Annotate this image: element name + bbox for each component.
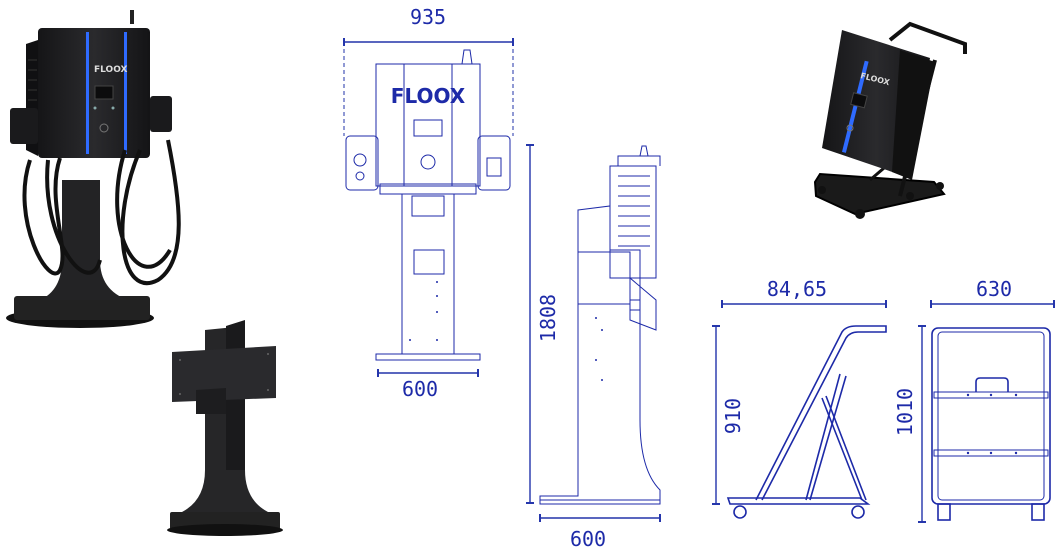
column-outline: [539, 205, 661, 505]
left-holster-outline: [345, 135, 379, 191]
pedestal-column: [182, 326, 268, 512]
charger-pedestal-render: FLOOX: [6, 10, 181, 328]
dimension-label: 600: [570, 527, 606, 551]
charger-side-outline: [609, 165, 657, 279]
dimension-label: 630: [976, 277, 1012, 301]
right-connector-holster: [150, 96, 172, 132]
brand-logo: FLOOX: [94, 65, 128, 75]
cart-frame-outline: [755, 325, 887, 501]
cart-wheel: [851, 505, 865, 519]
rfid-reader: [846, 124, 854, 132]
charger-body: [38, 28, 150, 158]
right-holster-outline: [477, 135, 511, 191]
blue-led-strip: [124, 32, 127, 154]
pedestal-column: [40, 180, 128, 300]
display-screen: [94, 85, 114, 100]
cart-wheel: [1031, 503, 1045, 521]
cart-tray: [813, 172, 946, 216]
brand-logo: FLOOX: [391, 84, 466, 108]
blue-led-strip: [841, 60, 869, 153]
dimension-label: 935: [410, 5, 446, 29]
charger-outline: [375, 63, 481, 187]
cart-frame-outline: [931, 327, 1051, 505]
cart-base-outline: [726, 497, 871, 505]
left-connector-holster: [10, 108, 38, 144]
cart-handle: [888, 21, 967, 54]
side-view-drawing: 1808 600: [525, 144, 661, 551]
base-outline: [375, 353, 481, 361]
pedestal-base: [14, 296, 150, 320]
cart-side-drawing: 84,65 910: [711, 277, 887, 519]
charging-cable: [115, 149, 172, 269]
rfid-outline: [420, 154, 436, 170]
charging-cable: [120, 139, 181, 285]
dimension-label: 1808: [536, 294, 560, 342]
charging-cable: [45, 159, 102, 275]
dimension-label: 910: [721, 398, 745, 434]
cross-pedestal-render: [167, 320, 283, 536]
dimension-label: 1010: [893, 388, 917, 436]
dimension-label: 600: [402, 377, 438, 401]
cart-wheel: [937, 503, 951, 521]
cross-mount-plate: [172, 346, 276, 402]
cart-front-drawing: 630 1010: [893, 277, 1055, 523]
blue-led-strip: [86, 32, 89, 154]
rfid-reader: [99, 123, 109, 133]
front-view-drawing: 935 FLOOX 600: [343, 5, 514, 401]
display-outline: [413, 119, 443, 137]
cart-wheel: [733, 505, 747, 519]
cart-charger-render: FLOOX: [813, 21, 967, 219]
cart-handle-outline: [975, 377, 1009, 392]
display-screen: [850, 92, 868, 109]
charging-cable: [22, 157, 65, 276]
dimension-label: 84,65: [767, 277, 827, 301]
